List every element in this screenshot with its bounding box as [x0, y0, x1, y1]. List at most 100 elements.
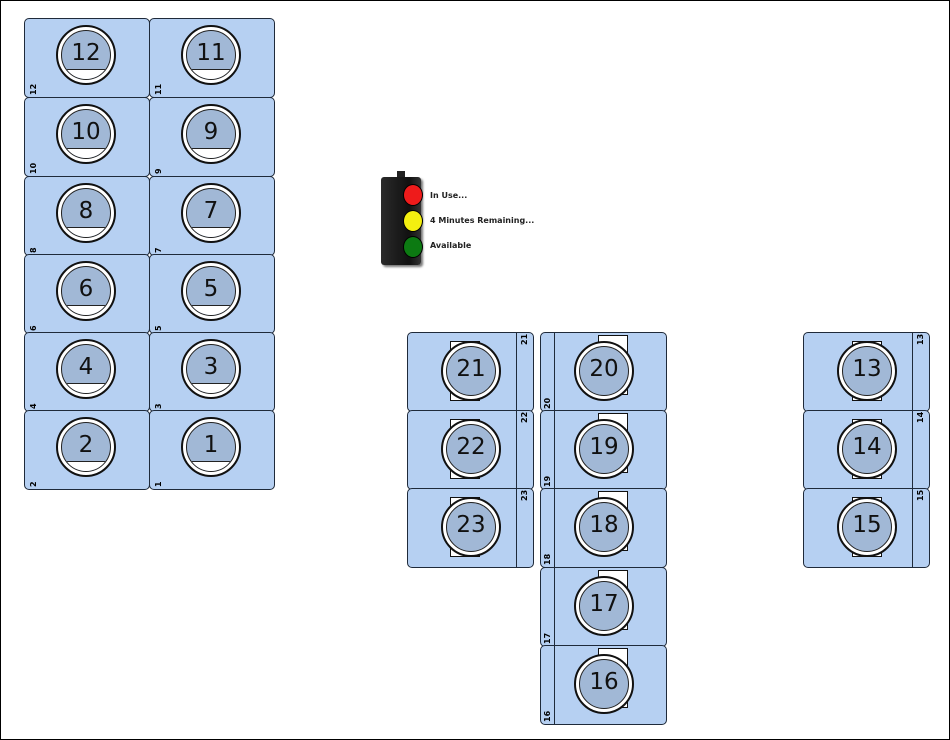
unit-dial: 16	[574, 654, 634, 714]
unit-dial: 13	[837, 341, 897, 401]
unit-dial: 6	[56, 261, 116, 321]
unit-7[interactable]: 7 7	[149, 176, 275, 256]
unit-divider	[516, 411, 517, 489]
unit-dial: 22	[441, 419, 501, 479]
unit-side-label: 9	[154, 168, 163, 174]
legend-in-use: In Use...	[430, 191, 468, 200]
unit-divider	[554, 333, 555, 411]
unit-side-label: 17	[543, 632, 552, 644]
unit-divider	[554, 568, 555, 646]
unit-21[interactable]: 21 21	[407, 332, 534, 412]
unit-number: 17	[589, 591, 619, 617]
unit-number: 12	[71, 40, 101, 66]
unit-side-label: 14	[916, 411, 925, 423]
unit-5[interactable]: 5 5	[149, 254, 275, 334]
unit-dial: 3	[181, 339, 241, 399]
unit-dial: 20	[574, 341, 634, 401]
unit-22[interactable]: 22 22	[407, 410, 534, 490]
unit-number: 10	[71, 119, 101, 145]
unit-dial: 2	[56, 417, 116, 477]
unit-number: 11	[196, 40, 226, 66]
unit-18[interactable]: 18 18	[540, 488, 667, 568]
unit-15[interactable]: 15 15	[803, 488, 930, 568]
unit-side-label: 23	[520, 489, 529, 501]
unit-16[interactable]: 16 16	[540, 645, 667, 725]
unit-number: 8	[78, 198, 94, 224]
unit-side-label: 20	[543, 397, 552, 409]
unit-side-label: 2	[29, 481, 38, 487]
unit-side-label: 3	[154, 403, 163, 409]
unit-number: 13	[852, 356, 882, 382]
unit-dial: 11	[181, 25, 241, 85]
unit-number: 6	[78, 276, 94, 302]
unit-14[interactable]: 14 14	[803, 410, 930, 490]
unit-17[interactable]: 17 17	[540, 567, 667, 647]
unit-divider	[912, 489, 913, 567]
unit-number: 1	[203, 432, 219, 458]
unit-number: 14	[852, 434, 882, 460]
unit-number: 22	[456, 434, 486, 460]
unit-dial: 17	[574, 576, 634, 636]
unit-side-label: 21	[520, 333, 529, 345]
unit-number: 5	[203, 276, 219, 302]
unit-number: 20	[589, 356, 619, 382]
unit-dial: 8	[56, 183, 116, 243]
unit-dial: 9	[181, 104, 241, 164]
unit-1[interactable]: 1 1	[149, 410, 275, 490]
unit-12[interactable]: 12 12	[24, 18, 150, 98]
unit-number: 19	[589, 434, 619, 460]
unit-10[interactable]: 10 10	[24, 97, 150, 177]
unit-number: 2	[78, 432, 94, 458]
legend-remaining: 4 Minutes Remaining...	[430, 216, 535, 225]
unit-divider	[516, 489, 517, 567]
unit-dial: 12	[56, 25, 116, 85]
unit-number: 4	[78, 354, 94, 380]
unit-number: 16	[589, 669, 619, 695]
unit-side-label: 5	[154, 325, 163, 331]
unit-divider	[912, 411, 913, 489]
unit-divider	[554, 646, 555, 724]
unit-dial: 5	[181, 261, 241, 321]
unit-dial: 10	[56, 104, 116, 164]
unit-13[interactable]: 13 13	[803, 332, 930, 412]
unit-number: 21	[456, 356, 486, 382]
green-light-icon	[403, 236, 423, 258]
unit-side-label: 12	[29, 83, 38, 95]
unit-20[interactable]: 20 20	[540, 332, 667, 412]
unit-side-label: 22	[520, 411, 529, 423]
unit-number: 3	[203, 354, 219, 380]
unit-4[interactable]: 4 4	[24, 332, 150, 412]
unit-number: 9	[203, 119, 219, 145]
unit-9[interactable]: 9 9	[149, 97, 275, 177]
unit-number: 23	[456, 512, 486, 538]
unit-number: 18	[589, 512, 619, 538]
legend-available: Available	[430, 241, 472, 250]
red-light-icon	[403, 184, 423, 206]
unit-side-label: 13	[916, 333, 925, 345]
unit-divider	[554, 489, 555, 567]
unit-dial: 23	[441, 497, 501, 557]
unit-divider	[516, 333, 517, 411]
unit-side-label: 6	[29, 325, 38, 331]
unit-divider	[554, 411, 555, 489]
unit-side-label: 19	[543, 475, 552, 487]
unit-dial: 7	[181, 183, 241, 243]
unit-number: 7	[203, 198, 219, 224]
unit-dial: 4	[56, 339, 116, 399]
unit-11[interactable]: 11 11	[149, 18, 275, 98]
unit-side-label: 4	[29, 403, 38, 409]
unit-dial: 19	[574, 419, 634, 479]
unit-dial: 1	[181, 417, 241, 477]
unit-23[interactable]: 23 23	[407, 488, 534, 568]
unit-19[interactable]: 19 19	[540, 410, 667, 490]
unit-divider	[912, 333, 913, 411]
unit-3[interactable]: 3 3	[149, 332, 275, 412]
unit-6[interactable]: 6 6	[24, 254, 150, 334]
unit-8[interactable]: 8 8	[24, 176, 150, 256]
unit-side-label: 18	[543, 553, 552, 565]
unit-side-label: 11	[154, 83, 163, 95]
unit-side-label: 7	[154, 247, 163, 253]
unit-dial: 15	[837, 497, 897, 557]
unit-2[interactable]: 2 2	[24, 410, 150, 490]
